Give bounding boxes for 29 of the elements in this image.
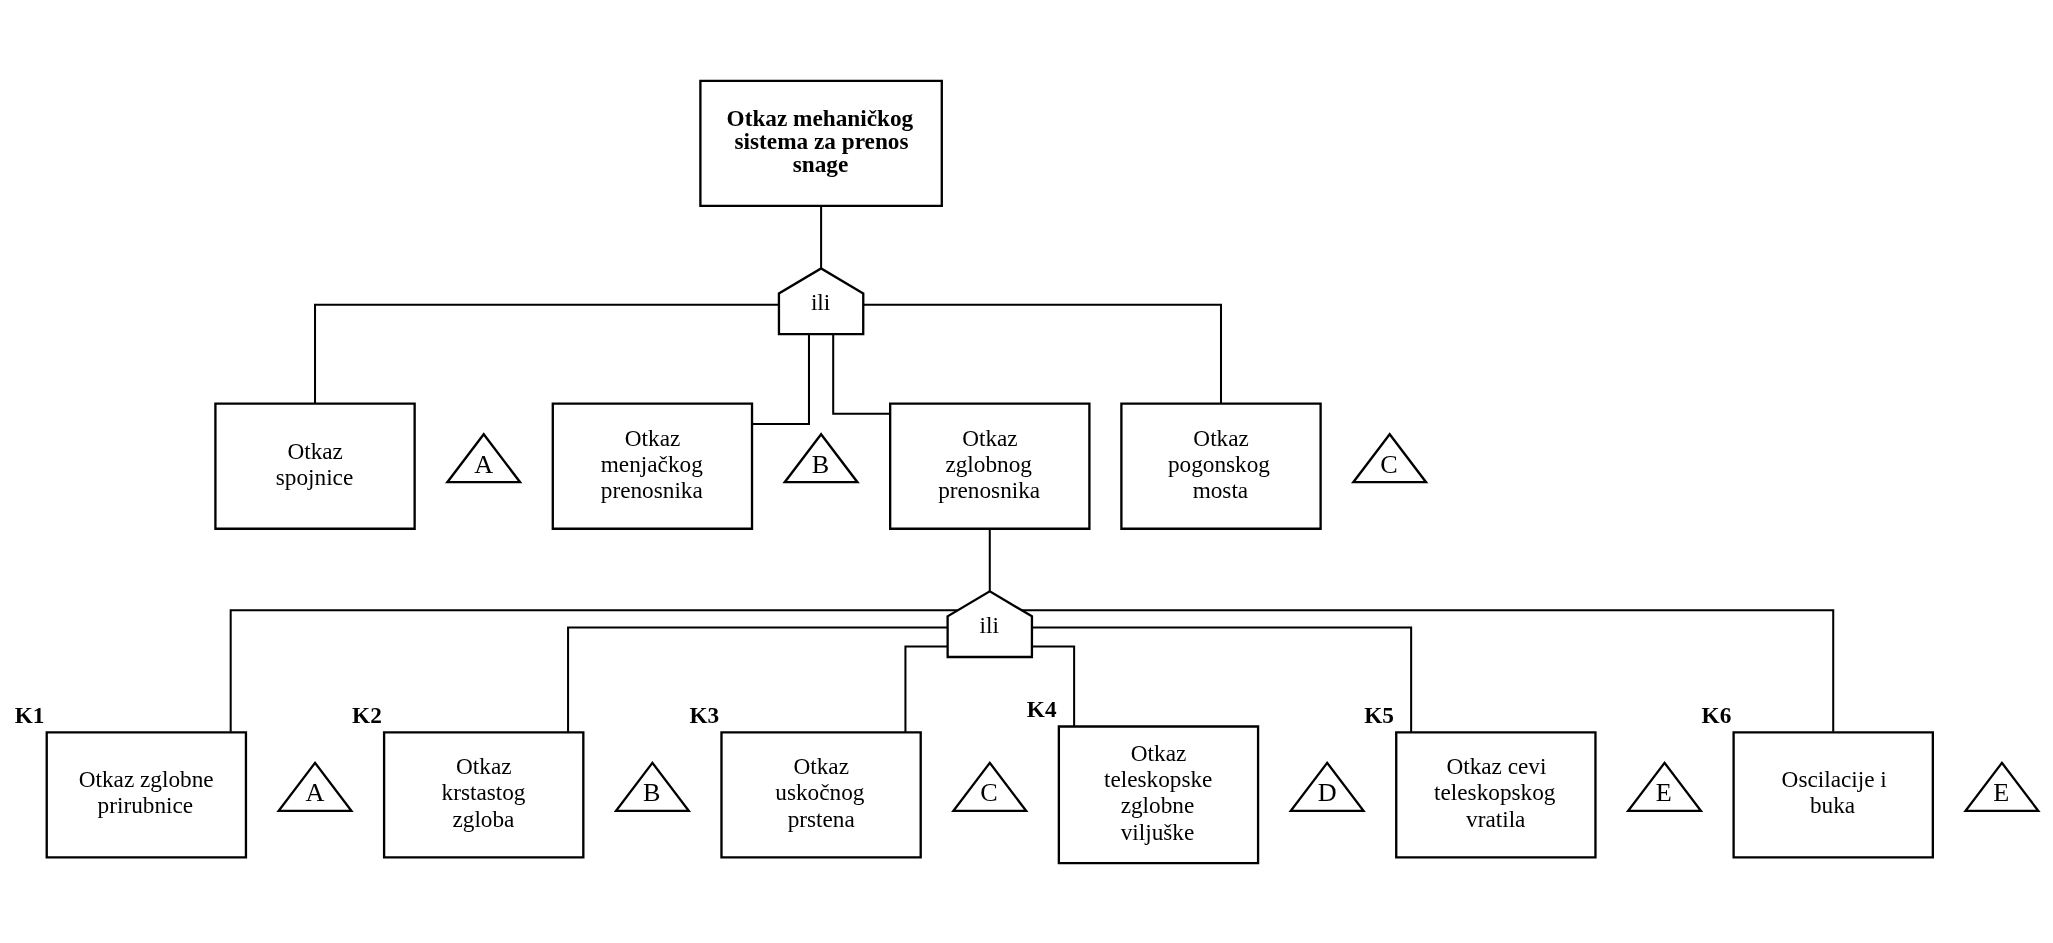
node-box: Otkaz spojnice [214, 402, 416, 530]
node-label: K6 [1701, 701, 1732, 728]
connector [1021, 608, 1835, 732]
connector [863, 303, 1222, 403]
connector [1031, 645, 1076, 726]
node-label: K3 [689, 701, 720, 728]
connector [229, 608, 958, 732]
connector [314, 303, 779, 403]
node-box: Otkaz cevi teleskopskog vratila [1395, 730, 1597, 859]
connector [1032, 626, 1413, 732]
node-label: K5 [1364, 701, 1394, 728]
node-label: K4 [1026, 695, 1057, 722]
connector [820, 205, 823, 268]
node-box: Otkaz krstastog zgloba [382, 730, 585, 859]
node-box: Otkaz mehaničkog sistema za prenos snage [699, 79, 943, 207]
node-box: Otkaz menjačkog prenosnika [551, 402, 754, 530]
node-label: K2 [352, 701, 382, 728]
connector [567, 626, 948, 732]
connector [988, 528, 991, 591]
node-box: Otkaz pogonskog mosta [1120, 402, 1322, 530]
connector [904, 645, 948, 732]
node-box: Oscilacije i buka [1732, 730, 1934, 859]
node-label: K1 [14, 701, 45, 728]
connector [832, 334, 890, 415]
node-box: Otkaz uskočnog prstena [720, 730, 922, 859]
node-box: Otkaz teleskopske zglobne viljuške [1057, 724, 1260, 864]
node-box: Otkaz zglobne prirubnice [45, 730, 248, 859]
node-box: Otkaz zglobnog prenosnika [889, 402, 1091, 530]
connector [752, 333, 810, 425]
